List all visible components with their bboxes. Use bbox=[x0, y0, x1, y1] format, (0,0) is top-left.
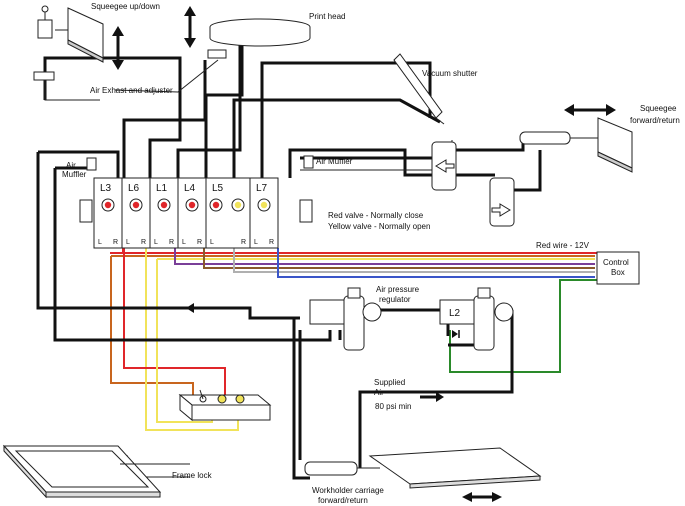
wire-gray bbox=[233, 248, 595, 273]
terminal-right-label: R bbox=[269, 239, 274, 246]
label-l2: L2 bbox=[449, 308, 461, 319]
terminal-right-label: R bbox=[169, 239, 174, 246]
label-air-exhaust: Air Exhast and adjuster bbox=[90, 86, 173, 95]
label-workholder-2: forward/return bbox=[318, 496, 368, 505]
label-workholder-1: Workholder carriage bbox=[312, 486, 384, 495]
label-print-head: Print head bbox=[309, 12, 345, 21]
valve-label: L5 bbox=[212, 183, 224, 194]
valve-manifold bbox=[79, 155, 314, 223]
valve-label: L1 bbox=[156, 183, 168, 194]
red-indicator bbox=[212, 201, 220, 209]
frame-lock-frame bbox=[2, 444, 190, 499]
red-indicator bbox=[188, 201, 196, 209]
terminal-left-label: L bbox=[182, 239, 186, 246]
valve-body bbox=[93, 177, 123, 249]
label-squeegee-updown: Squeegee up/down bbox=[91, 2, 160, 11]
vacuum-shutter bbox=[393, 53, 445, 125]
label-air-muffler-right: Air Muffler bbox=[316, 157, 353, 166]
label-frame-lock: Frame lock bbox=[172, 471, 213, 480]
label-squeegee-fr-1: Squeegee bbox=[640, 104, 677, 113]
label-air-pressure-2: regulator bbox=[379, 295, 411, 304]
supplied-air-arrow bbox=[420, 392, 444, 402]
terminal-left-label: L bbox=[154, 239, 158, 246]
wire-blue bbox=[277, 248, 595, 278]
label-air-muffler-left-2: Muffler bbox=[62, 170, 87, 179]
valve-body bbox=[121, 177, 151, 249]
yellow-indicator bbox=[234, 201, 242, 209]
valve-l1: L1L R bbox=[149, 177, 179, 249]
squeegee-updown-assembly bbox=[33, 5, 124, 81]
wire-red-12v bbox=[110, 252, 620, 254]
air-lines bbox=[36, 40, 542, 480]
print-head bbox=[184, 6, 311, 59]
squeegee-forward-return bbox=[519, 104, 633, 173]
terminal-left-label: L bbox=[126, 239, 130, 246]
air-pressure-regulator-2 bbox=[439, 287, 514, 351]
label-squeegee-fr-2: forward/return bbox=[630, 116, 680, 125]
valve-body bbox=[249, 177, 279, 249]
red-indicator bbox=[104, 201, 112, 209]
terminal-right-label: R bbox=[197, 239, 202, 246]
control-box bbox=[596, 251, 640, 285]
valve-l5: L5L R bbox=[205, 177, 251, 249]
valve-label: L4 bbox=[184, 183, 196, 194]
terminal-right-label: R bbox=[141, 239, 146, 246]
valves: L3L R L6L R L1L R L4L R L5L R L7L R bbox=[93, 177, 279, 249]
valve-label: L3 bbox=[100, 183, 112, 194]
wire-orange bbox=[110, 256, 194, 397]
terminal-left-label: L bbox=[210, 239, 214, 246]
label-air-muffler-left-1: Air bbox=[66, 161, 76, 170]
wire-red-lower bbox=[123, 248, 226, 397]
valve-l3: L3L R bbox=[93, 177, 123, 249]
valve-label: L6 bbox=[128, 183, 140, 194]
valve-l7: L7L R bbox=[249, 177, 279, 249]
label-air-pressure-1: Air pressure bbox=[376, 285, 420, 294]
red-indicator bbox=[132, 201, 140, 209]
wire-brown bbox=[203, 248, 595, 269]
label-control-box-2: Box bbox=[611, 268, 625, 277]
yellow-indicator bbox=[260, 201, 268, 209]
cylinder-right bbox=[489, 177, 515, 227]
terminal-right-label: R bbox=[113, 239, 118, 246]
label-control-box-1: Control bbox=[603, 258, 629, 267]
flow-arrow-left bbox=[186, 303, 212, 313]
wire-green bbox=[449, 279, 598, 373]
label-supplied-air-1: Supplied bbox=[374, 378, 405, 387]
valve-label: L7 bbox=[256, 183, 268, 194]
frame-lock-switch-box bbox=[178, 389, 272, 422]
terminal-left-label: L bbox=[254, 239, 258, 246]
valve-l6: L6L R bbox=[121, 177, 151, 249]
wire-purple bbox=[174, 248, 595, 265]
label-supplied-air-3: 80 psi min bbox=[375, 402, 411, 411]
terminal-left-label: L bbox=[98, 239, 102, 246]
label-red-valve-note: Red valve - Normally close bbox=[328, 211, 424, 220]
terminal-right-label: R bbox=[241, 239, 246, 246]
label-supplied-air-2: Air bbox=[374, 388, 384, 397]
valve-body bbox=[149, 177, 179, 249]
valve-body bbox=[205, 177, 251, 249]
red-indicator bbox=[160, 201, 168, 209]
workholder-carriage bbox=[304, 447, 542, 502]
valve-l4: L4L R bbox=[177, 177, 207, 249]
label-red-wire: Red wire - 12V bbox=[536, 241, 590, 250]
label-vacuum-shutter: Vacuum shutter bbox=[422, 69, 478, 78]
air-pressure-regulator-1 bbox=[309, 287, 382, 351]
label-yellow-valve-note: Yellow valve - Normally open bbox=[328, 222, 430, 231]
cylinder-left bbox=[431, 141, 457, 191]
